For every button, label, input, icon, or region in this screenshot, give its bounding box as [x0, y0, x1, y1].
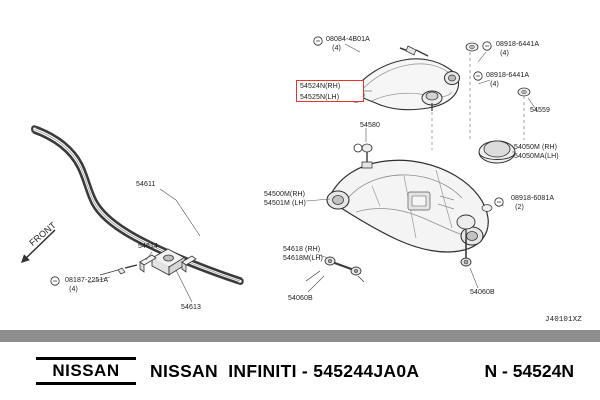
diagram-linework	[20, 36, 539, 303]
label-54611: 54611	[136, 181, 156, 188]
label-08918-6441a-lower: 08918-6441A (4)	[486, 72, 530, 88]
caption-bar: NISSAN NISSAN INFINITI - 545244JA0A N - …	[0, 330, 600, 400]
diagram-code: J40101XZ	[545, 316, 582, 324]
caption-right-text: N - 54524N	[484, 360, 575, 381]
highlighted-part-number-box: 54524N(RH) 54525N(LH)	[296, 80, 364, 102]
label-08187-2251a: 08187-2251A (4)	[65, 277, 109, 293]
label-54614: 54614	[138, 243, 158, 250]
gray-divider	[0, 330, 600, 342]
label-54500m: 54500M(RH) 54501M (LH)	[264, 191, 306, 207]
label-54559: 54559	[530, 107, 550, 114]
logo-bar-top	[36, 357, 136, 360]
label-08084-4b01a: 08084-4B01A (4)	[326, 36, 370, 52]
label-54580: 54580	[360, 122, 380, 129]
logo-wordmark: NISSAN	[52, 361, 120, 380]
label-08918-6081a: 08918-6081A (2)	[511, 195, 555, 211]
label-54050m: 54050M (RH) 54050MA(LH)	[514, 144, 559, 160]
label-54613: 54613	[181, 304, 201, 311]
caption-part-text: NISSAN INFINITI - 545244JA0A	[150, 360, 420, 381]
highlight-line-lh: 54525N(LH)	[300, 93, 340, 101]
label-08918-6441a-upper: 08918-6441A (4)	[496, 41, 540, 57]
label-54060b-left: 54060B	[288, 295, 313, 302]
caption-row: NISSAN NISSAN INFINITI - 545244JA0A N - …	[0, 342, 600, 400]
label-54618: 54618 (RH) 54618M(LH)	[283, 246, 323, 262]
parts-diagram: 08084-4B01A (4) 08918-6441A (4) 08918-64…	[20, 36, 582, 324]
nissan-logo: NISSAN	[36, 354, 136, 388]
label-54060b-right: 54060B	[470, 289, 495, 296]
highlight-line-rh: 54524N(RH)	[300, 83, 341, 90]
logo-bar-bottom	[36, 382, 136, 385]
